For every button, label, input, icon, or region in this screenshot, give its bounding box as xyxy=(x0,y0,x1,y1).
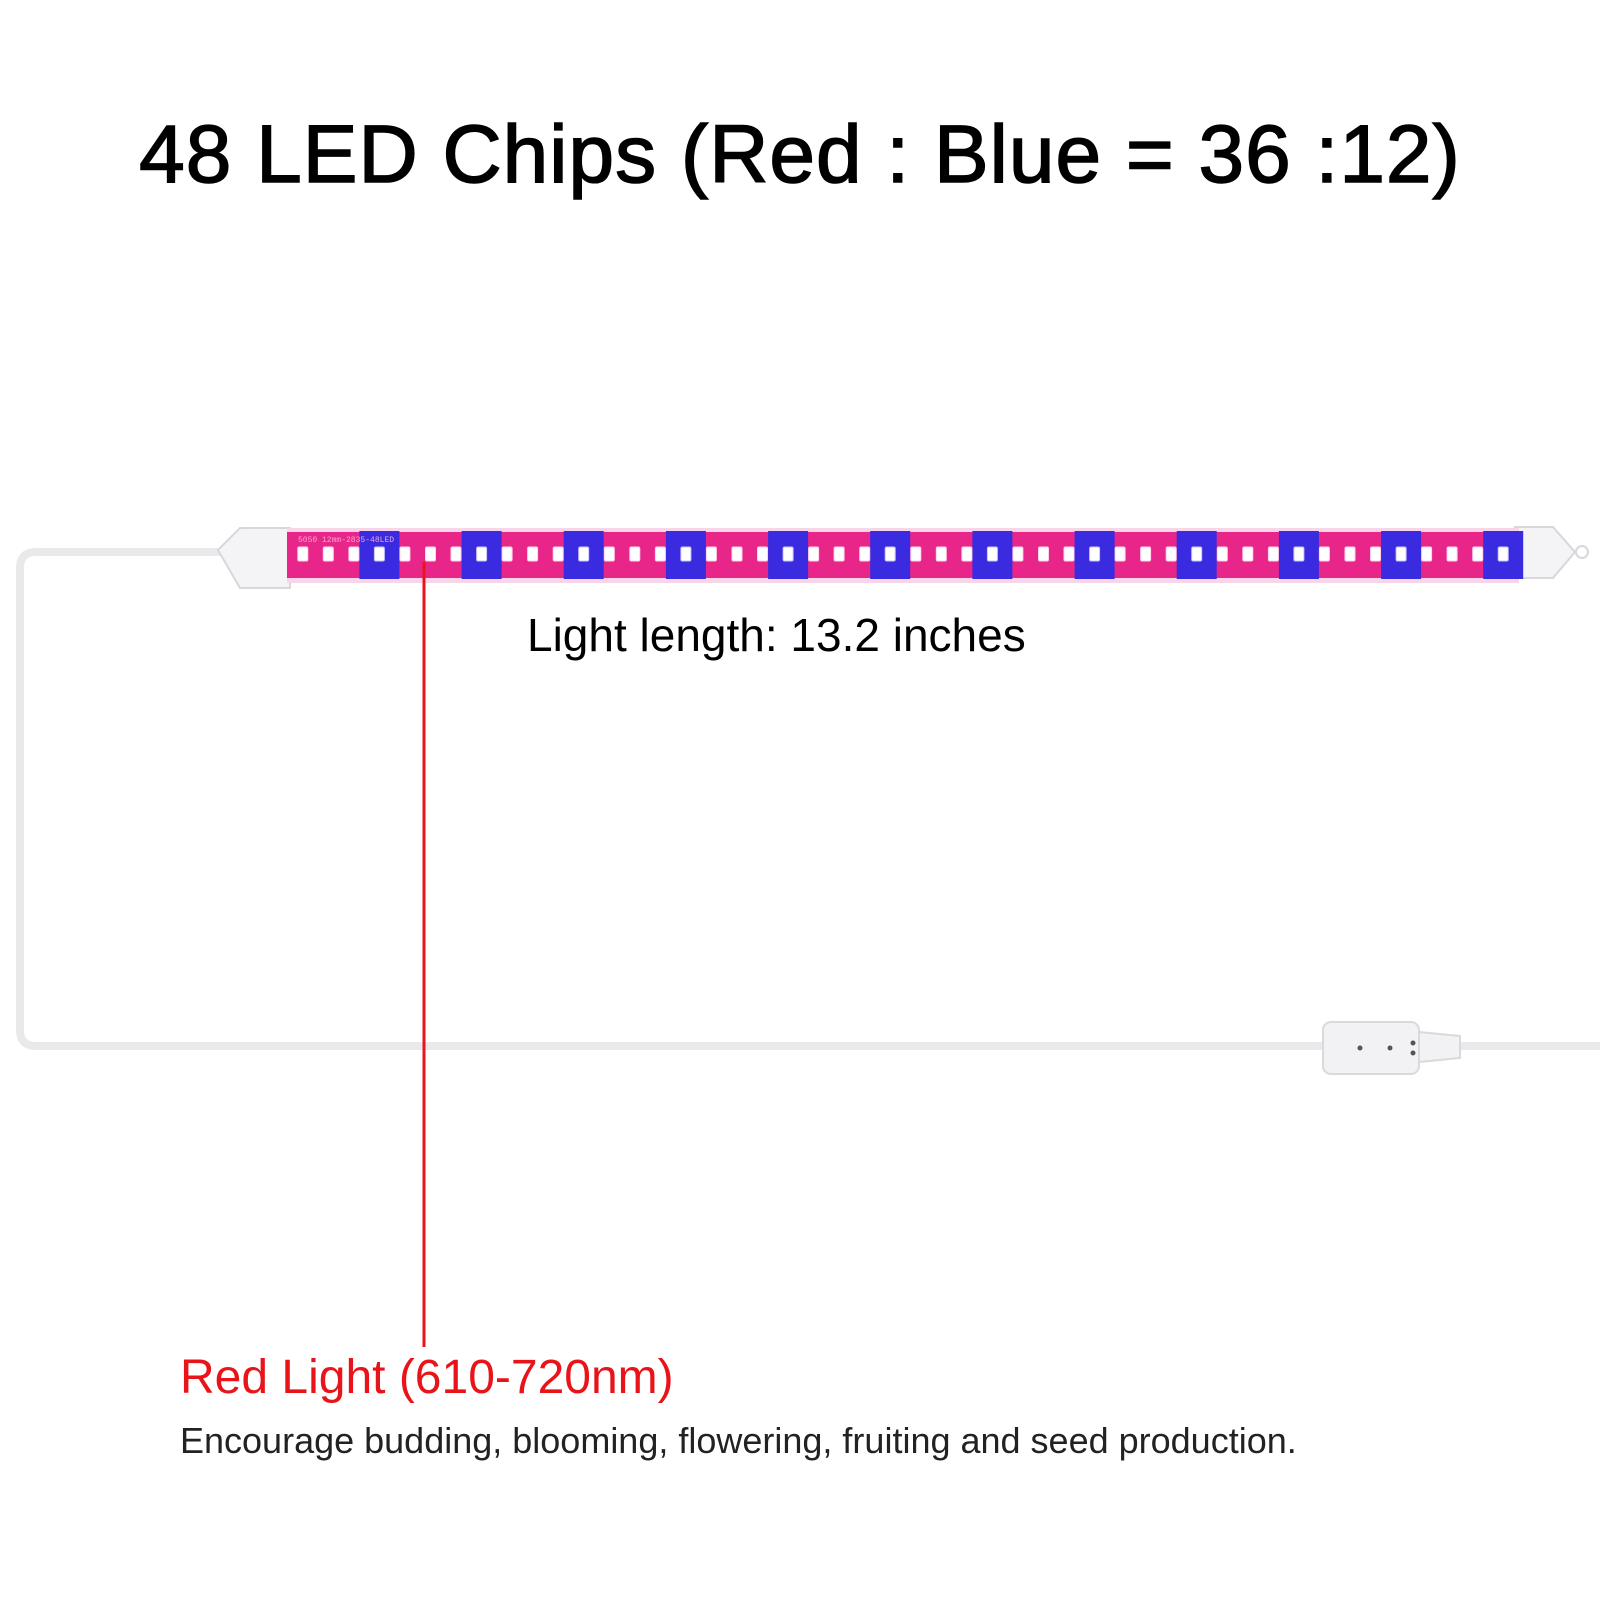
blue-led-chip xyxy=(476,546,488,562)
red-led-chip xyxy=(1242,546,1254,562)
red-led-chip xyxy=(399,546,411,562)
led-strip-bottom-edge xyxy=(287,578,1519,583)
red-led-chip xyxy=(501,546,513,562)
red-led-chip xyxy=(297,546,309,562)
red-led-chip xyxy=(1165,546,1177,562)
red-led-chip xyxy=(705,546,717,562)
red-led-chip xyxy=(859,546,871,562)
red-led-chip xyxy=(654,546,666,562)
red-led-chip xyxy=(450,546,462,562)
red-light-title: Red Light (610-720nm) xyxy=(180,1351,674,1404)
red-led-chip xyxy=(552,546,564,562)
red-led-chip xyxy=(1370,546,1381,562)
usb-connector-neck xyxy=(1418,1030,1461,1064)
red-led-chip xyxy=(1446,546,1458,562)
red-led-chip xyxy=(1012,546,1024,562)
red-light-description: Encourage budding, blooming, flowering, … xyxy=(180,1420,1297,1461)
red-led-chip xyxy=(961,546,973,562)
blue-led-chip xyxy=(1089,546,1101,562)
led-strip-top-edge xyxy=(287,528,1519,532)
red-led-chip xyxy=(935,546,947,562)
red-led-chip xyxy=(833,546,845,562)
blue-led-chip xyxy=(1395,546,1407,562)
red-led-chip xyxy=(1267,546,1279,562)
red-led-chip xyxy=(603,546,615,562)
red-led-chip xyxy=(808,546,820,562)
red-led-chip xyxy=(1318,546,1330,562)
red-led-chip xyxy=(1114,546,1126,562)
red-led-chip xyxy=(1216,546,1228,562)
left-end-cap xyxy=(216,527,291,589)
red-led-chip xyxy=(1140,546,1152,562)
light-length-label: Light length: 13.2 inches xyxy=(527,609,1026,661)
blue-led-chip xyxy=(680,546,692,562)
led-chips xyxy=(297,531,1524,579)
blue-led-chip xyxy=(1497,546,1509,562)
red-led-chip xyxy=(731,546,743,562)
blue-led-chip xyxy=(578,546,590,562)
right-end-cap xyxy=(1514,526,1577,579)
blue-led-chip xyxy=(1293,546,1305,562)
power-cable xyxy=(16,548,1329,1050)
red-led-chip xyxy=(527,546,539,562)
red-led-chip xyxy=(910,546,922,562)
hanging-hole xyxy=(1575,545,1589,559)
red-led-chip xyxy=(1063,546,1075,562)
heading: 48 LED Chips (Red : Blue = 36 :12) xyxy=(138,108,1461,201)
red-led-chip xyxy=(1038,546,1049,562)
red-led-chip xyxy=(1344,546,1356,562)
red-led-chip xyxy=(348,546,360,562)
red-led-chip xyxy=(1472,546,1484,562)
red-led-chip xyxy=(1421,546,1433,562)
usb-connector xyxy=(1322,1021,1420,1075)
pcb-print-text: 5050 12mm-2835-48LED xyxy=(298,536,394,545)
red-led-chip xyxy=(629,546,641,562)
red-led-chip xyxy=(757,546,768,562)
red-led-chip xyxy=(322,546,334,562)
blue-led-chip xyxy=(782,546,794,562)
red-led-chip xyxy=(425,546,436,562)
blue-led-chip xyxy=(1191,546,1203,562)
blue-led-chip xyxy=(986,546,998,562)
blue-led-chip xyxy=(373,546,385,562)
blue-led-chip xyxy=(884,546,896,562)
